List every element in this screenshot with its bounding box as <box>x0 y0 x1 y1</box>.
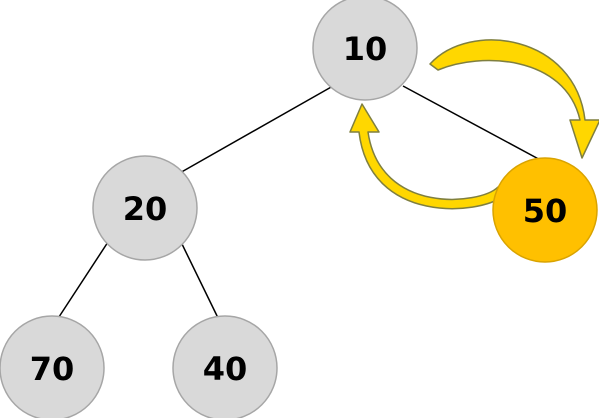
swap-arrows <box>349 39 599 210</box>
node-50-circle <box>492 157 598 263</box>
edge-20-70 <box>54 241 109 324</box>
node-20: 20 <box>92 155 198 261</box>
node-20-circle <box>92 155 198 261</box>
node-10-label: 10 <box>343 30 388 68</box>
node-10-circle <box>312 0 418 101</box>
node-40: 40 <box>172 315 278 418</box>
node-40-circle <box>172 315 278 418</box>
node-50: 50 <box>492 157 598 263</box>
edge-10-20 <box>177 85 334 175</box>
edge-20-40 <box>180 241 221 323</box>
node-70: 70 <box>0 315 105 418</box>
tree-edges <box>54 85 547 324</box>
edge-10-50 <box>402 85 547 164</box>
node-70-circle <box>0 315 105 418</box>
swap-arrow-10-to-50 <box>429 39 599 159</box>
node-70-label: 70 <box>30 350 75 388</box>
node-50-label: 50 <box>523 192 568 230</box>
node-40-label: 40 <box>203 350 248 388</box>
swap-arrow-50-to-10 <box>349 103 504 210</box>
node-10: 10 <box>312 0 418 101</box>
node-20-label: 20 <box>123 190 168 228</box>
